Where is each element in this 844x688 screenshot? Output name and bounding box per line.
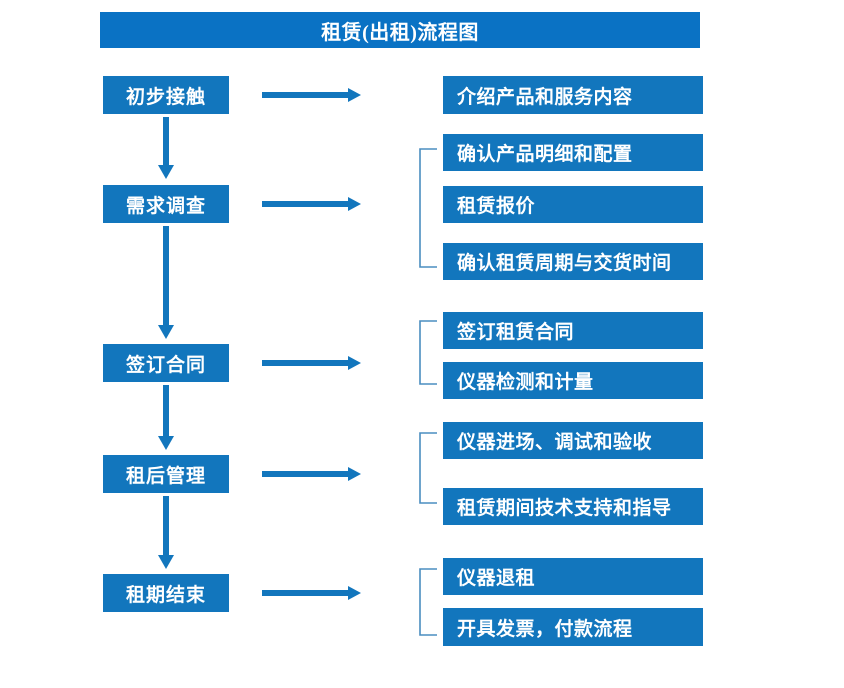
detail-box-9[interactable]: 仪器退租 bbox=[443, 558, 703, 595]
left-brace-icon-3 bbox=[418, 432, 438, 504]
arrow-right-icon-1 bbox=[262, 86, 362, 104]
detail-box-5[interactable]: 签订租赁合同 bbox=[443, 312, 703, 349]
left-brace-icon-1 bbox=[418, 148, 438, 268]
detail-box-4[interactable]: 确认租赁周期与交货时间 bbox=[443, 243, 703, 280]
arrow-right-icon-3 bbox=[262, 354, 362, 372]
arrow-right-icon-4 bbox=[262, 465, 362, 483]
stage-box-4[interactable]: 租后管理 bbox=[103, 455, 229, 493]
left-brace-icon-2 bbox=[418, 320, 438, 385]
detail-box-3[interactable]: 租赁报价 bbox=[443, 186, 703, 223]
left-brace-icon-4 bbox=[418, 568, 438, 636]
detail-box-8[interactable]: 租赁期间技术支持和指导 bbox=[443, 488, 703, 525]
arrow-down-icon-3 bbox=[157, 385, 175, 452]
detail-box-7[interactable]: 仪器进场、调试和验收 bbox=[443, 422, 703, 459]
detail-box-10[interactable]: 开具发票，付款流程 bbox=[443, 608, 703, 646]
stage-box-2[interactable]: 需求调查 bbox=[103, 185, 229, 223]
detail-box-2[interactable]: 确认产品明细和配置 bbox=[443, 134, 703, 171]
arrow-right-icon-2 bbox=[262, 195, 362, 213]
arrow-down-icon-4 bbox=[157, 496, 175, 571]
arrow-down-icon-2 bbox=[157, 226, 175, 341]
flowchart-title: 租赁(出租)流程图 bbox=[100, 12, 700, 48]
detail-box-1[interactable]: 介绍产品和服务内容 bbox=[443, 76, 703, 114]
detail-box-6[interactable]: 仪器检测和计量 bbox=[443, 362, 703, 399]
arrow-right-icon-5 bbox=[262, 584, 362, 602]
stage-box-5[interactable]: 租期结束 bbox=[103, 574, 229, 612]
stage-box-3[interactable]: 签订合同 bbox=[103, 344, 229, 382]
stage-box-1[interactable]: 初步接触 bbox=[103, 76, 229, 114]
arrow-down-icon-1 bbox=[157, 117, 175, 181]
